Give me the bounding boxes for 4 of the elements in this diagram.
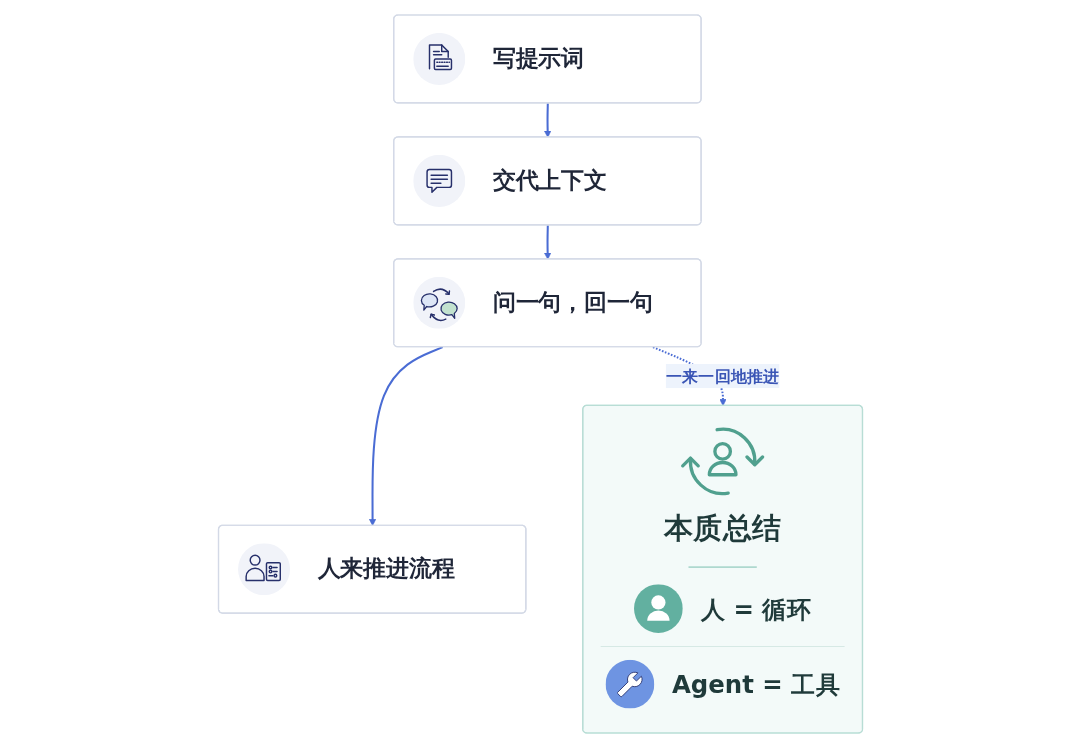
- arrow: [368, 346, 443, 526]
- edge-label: 一来一回地推进: [665, 366, 780, 386]
- arrow: [543, 103, 551, 138]
- arrow: [543, 225, 551, 260]
